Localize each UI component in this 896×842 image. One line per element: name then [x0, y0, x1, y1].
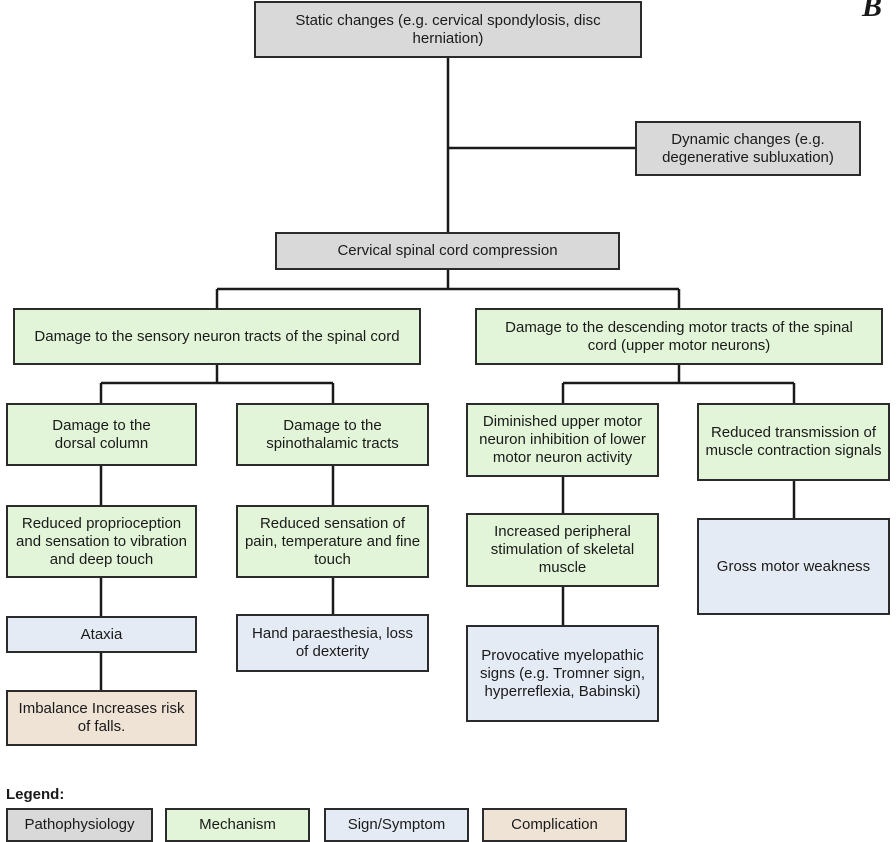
node-static-changes: Static changes (e.g. cervical spondylosi… — [254, 1, 642, 58]
node-sensory-tracts: Damage to the sensory neuron tracts of t… — [13, 308, 421, 365]
node-increased-stimulation: Increased peripheral stimulation of skel… — [466, 513, 659, 587]
node-gross-motor-weakness: Gross motor weakness — [697, 518, 890, 615]
node-reduced-sensation: Reduced sensation of pain, temperature a… — [236, 505, 429, 578]
figure-panel-letter: B — [862, 0, 883, 23]
node-ataxia: Ataxia — [6, 616, 197, 653]
node-reduced-proprioception: Reduced proprioception and sensation to … — [6, 505, 197, 578]
node-hand-paraesthesia: Hand paraesthesia, loss of dexterity — [236, 614, 429, 672]
legend-sign-symptom: Sign/Symptom — [324, 808, 469, 842]
node-spinothalamic-tracts: Damage to the spinothalamic tracts — [236, 403, 429, 466]
legend-complication: Complication — [482, 808, 627, 842]
node-dynamic-changes: Dynamic changes (e.g. degenerative sublu… — [635, 121, 861, 176]
node-provocative-signs: Provocative myelopathic signs (e.g. Trom… — [466, 625, 659, 722]
legend-pathophysiology: Pathophysiology — [6, 808, 153, 842]
legend-mechanism: Mechanism — [165, 808, 310, 842]
node-diminished-inhibition: Diminished upper motor neuron inhibition… — [466, 403, 659, 477]
legend-title: Legend: — [6, 786, 65, 803]
node-dorsal-column: Damage to the dorsal column — [6, 403, 197, 466]
node-motor-tracts: Damage to the descending motor tracts of… — [475, 308, 883, 365]
node-imbalance-falls: Imbalance Increases risk of falls. — [6, 690, 197, 746]
node-reduced-transmission: Reduced transmission of muscle contracti… — [697, 403, 890, 481]
node-cervical-compression: Cervical spinal cord compression — [275, 232, 620, 270]
